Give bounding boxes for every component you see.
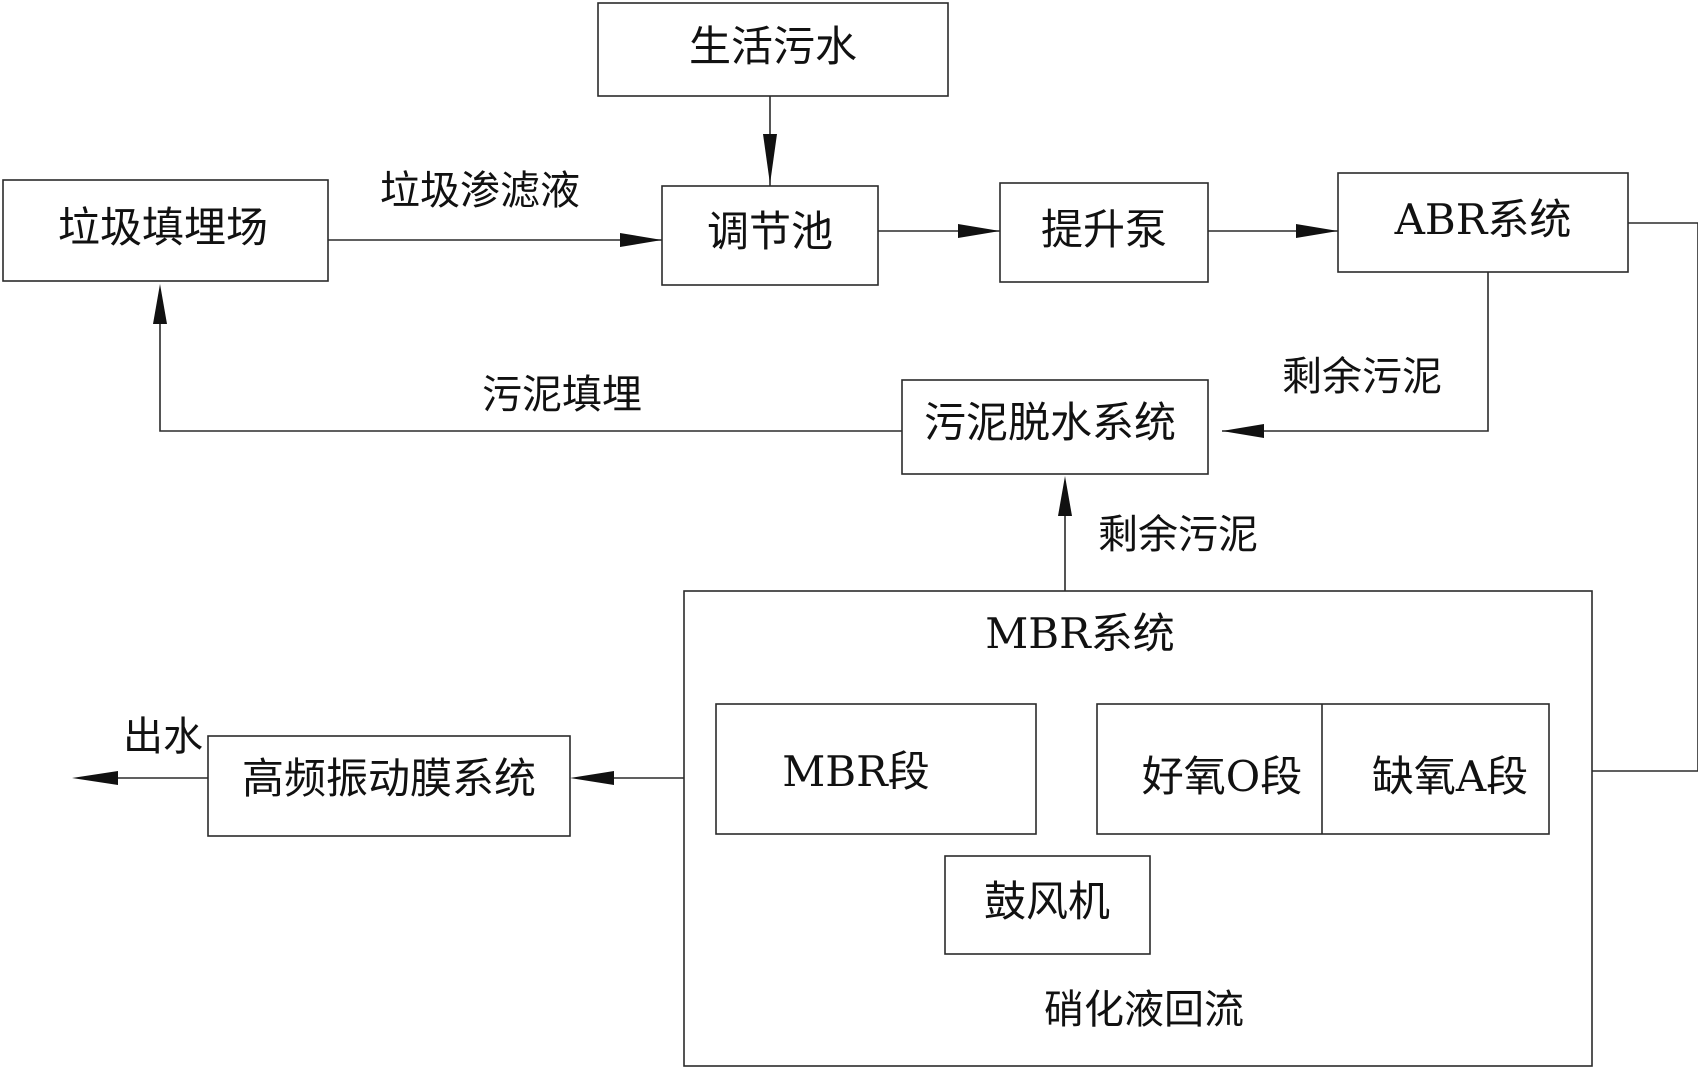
excess-sludge-abr-label: 剩余污泥: [1282, 354, 1442, 400]
hf-vibration-membrane-label: 高频振动膜系统: [242, 754, 536, 803]
nitrification-reflux-label: 硝化液回流: [1044, 987, 1244, 1033]
sludge-landfill-label: 污泥填埋: [482, 372, 642, 418]
arrow-abr-sludge-to-dewatering: [1222, 272, 1489, 432]
landfill-box: 垃圾填埋场: [2, 179, 329, 282]
arrowhead-left: [72, 771, 118, 785]
arrowhead-up: [1058, 476, 1072, 516]
effluent-label: 出水: [123, 714, 203, 760]
mbr-system-label: MBR系统: [985, 609, 1175, 658]
arrow-abr-to-anoxic: [1548, 222, 1698, 772]
lift-pump-box: 提升泵: [999, 182, 1209, 283]
blower-box: 鼓风机: [944, 855, 1151, 955]
arrowhead-down: [763, 134, 777, 184]
landfill-label: 垃圾填埋场: [58, 203, 268, 252]
arrowhead-right: [620, 233, 662, 247]
aerobic-o-section-label: 好氧O段: [1142, 752, 1302, 801]
mbr-section-box: MBR段: [715, 703, 1037, 835]
arrowhead-left: [570, 771, 614, 785]
abr-system-box: ABR系统: [1337, 172, 1629, 273]
arrowhead-up: [153, 284, 167, 324]
abr-system-label: ABR系统: [1394, 195, 1572, 244]
flow-labels: 垃圾渗滤液 污泥填埋 剩余污泥 剩余污泥 硝化液回流 出水: [123, 168, 1442, 1033]
hf-vibration-membrane-box: 高频振动膜系统: [207, 735, 571, 837]
regulating-tank-label: 调节池: [707, 207, 833, 256]
mbr-section-label: MBR段: [782, 747, 930, 796]
regulating-tank-box: 调节池: [661, 185, 879, 286]
anoxic-a-section-label: 缺氧A段: [1372, 752, 1528, 801]
sludge-dewatering-box: 污泥脱水系统: [901, 379, 1209, 475]
arrowhead-left: [1222, 424, 1264, 438]
lift-pump-label: 提升泵: [1041, 205, 1167, 254]
ao-tank-box: 好氧O段 缺氧A段: [1096, 703, 1550, 835]
excess-sludge-mbr-label: 剩余污泥: [1098, 512, 1258, 558]
arrow-dewatering-to-landfill: [159, 302, 902, 432]
leachate-label: 垃圾渗滤液: [380, 168, 580, 214]
blower-label: 鼓风机: [984, 877, 1110, 926]
domestic-sewage-label: 生活污水: [689, 22, 857, 71]
arrowhead-right: [1296, 224, 1338, 238]
arrowhead-right: [958, 224, 1000, 238]
domestic-sewage-box: 生活污水: [597, 2, 949, 97]
sludge-dewatering-label: 污泥脱水系统: [924, 398, 1176, 447]
